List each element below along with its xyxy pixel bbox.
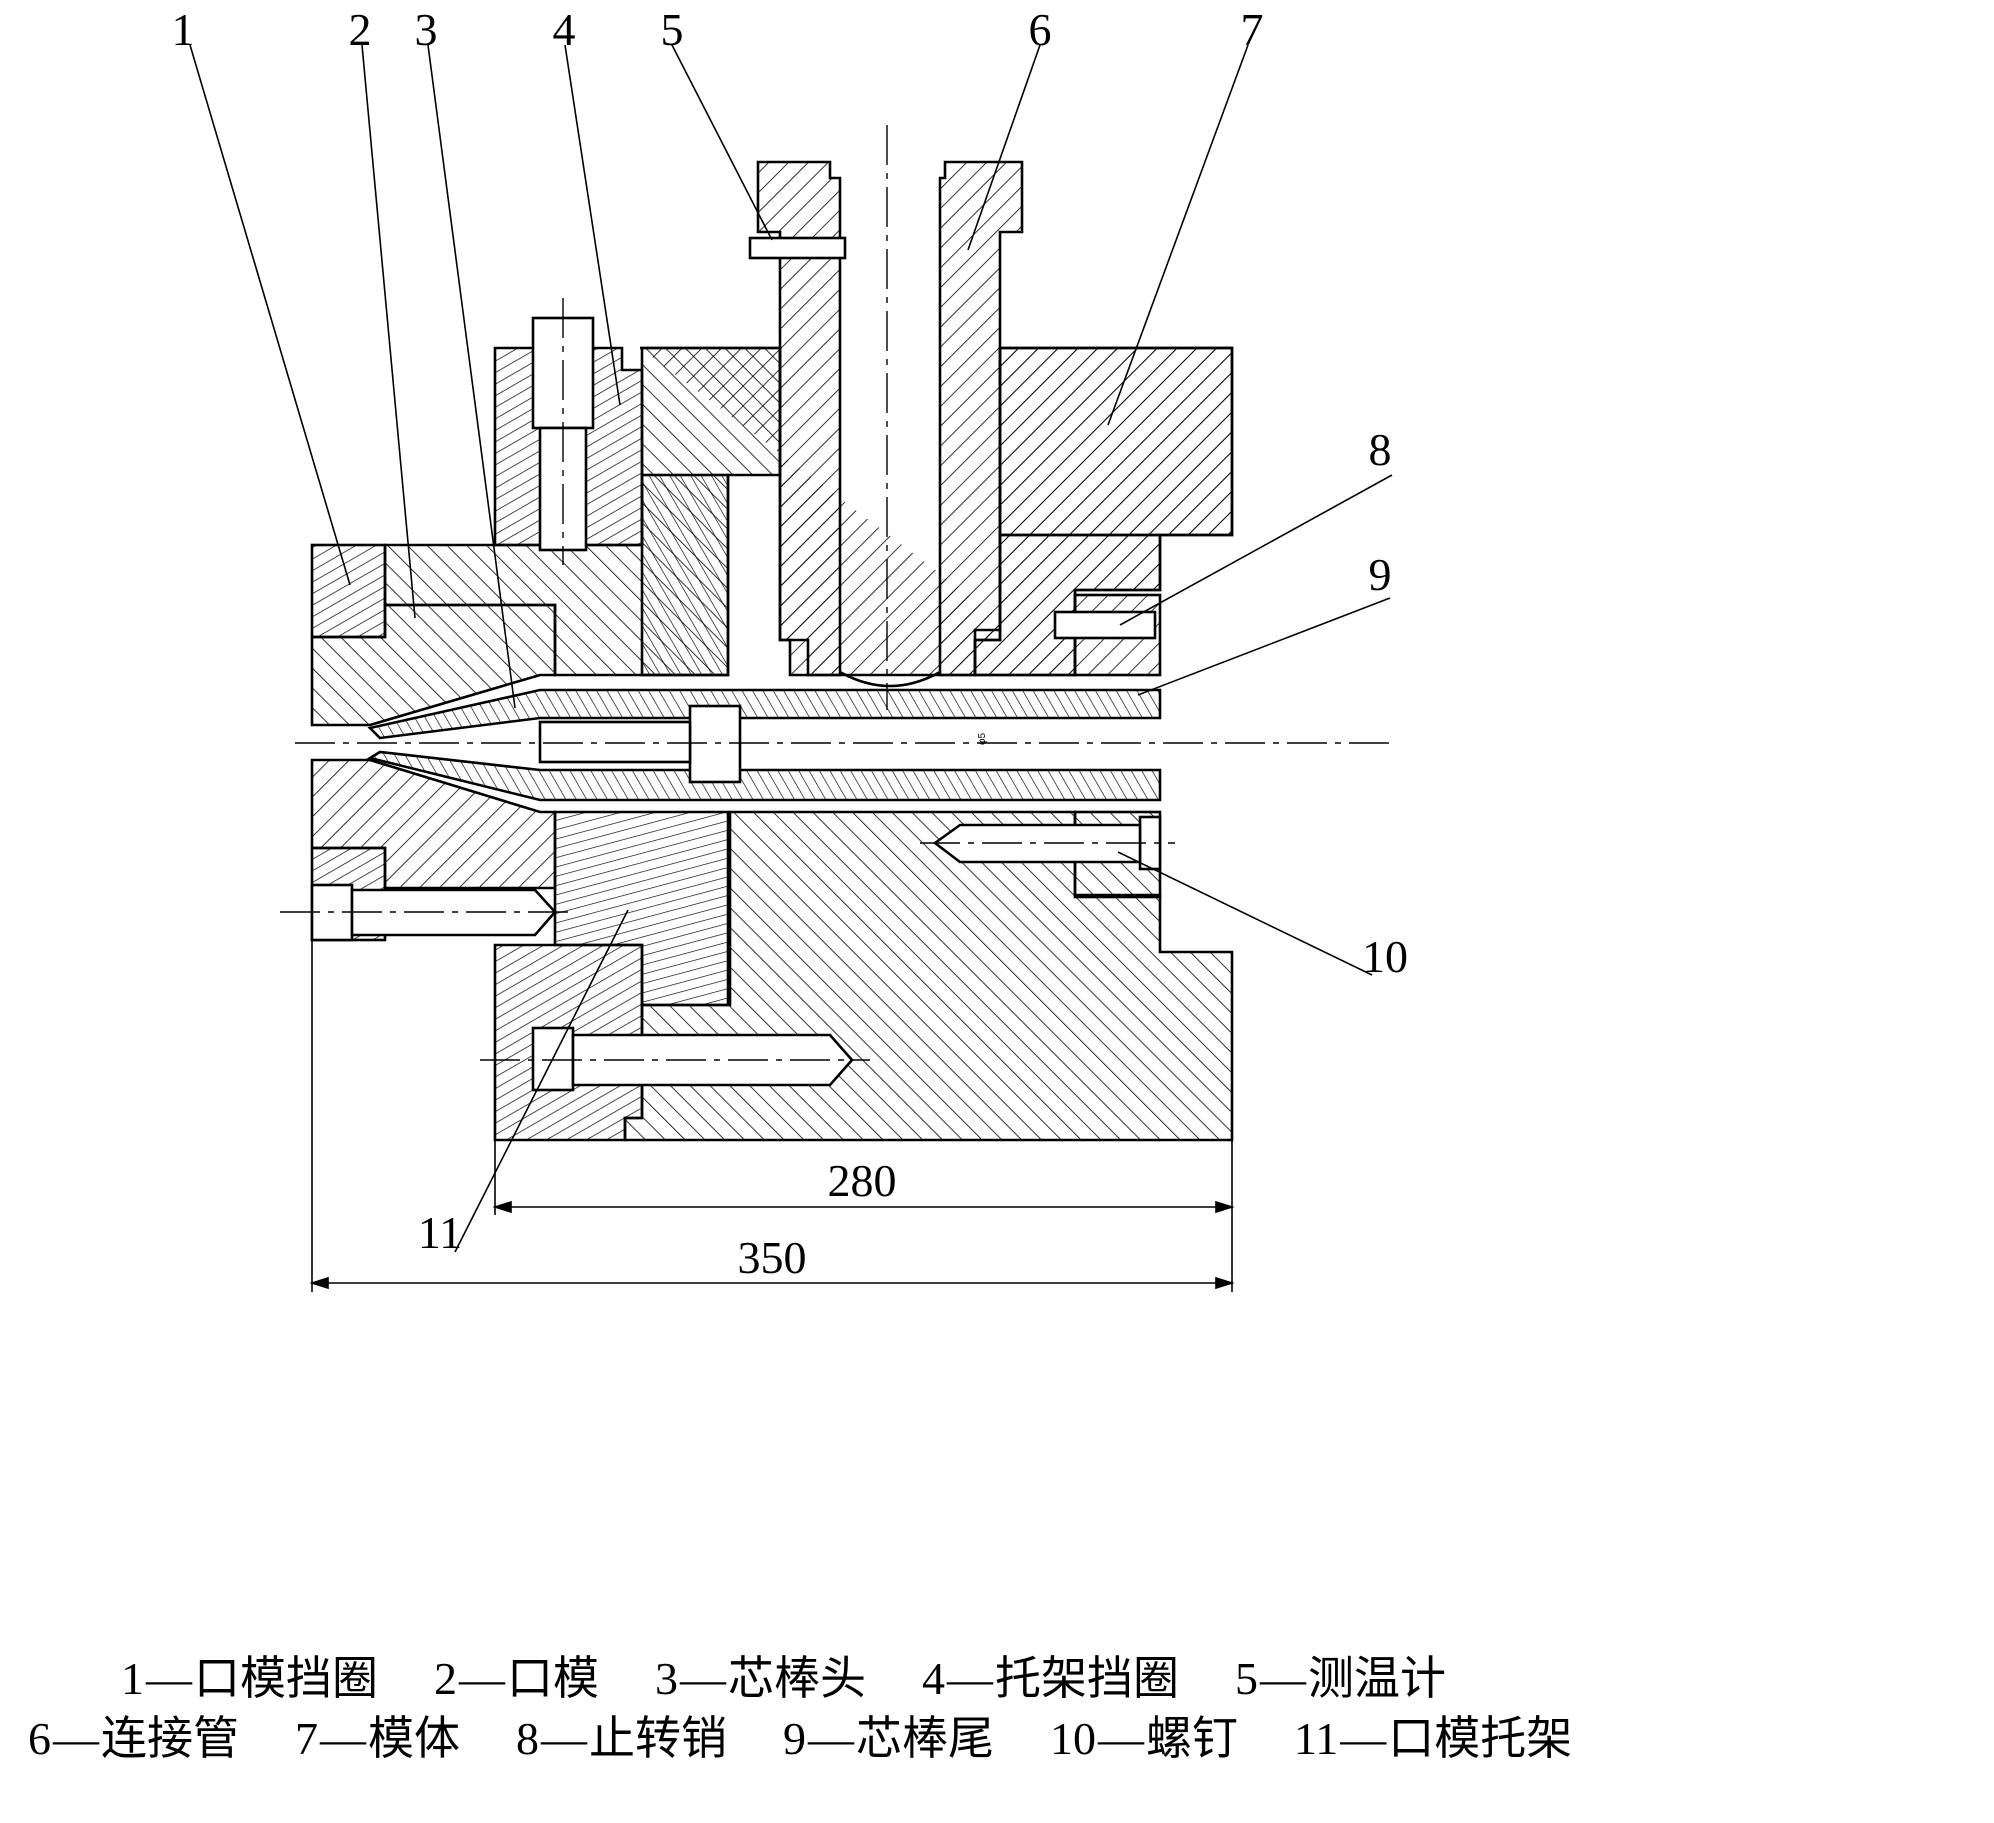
part-label-1: 1 — [172, 4, 195, 55]
die-lower — [310, 758, 557, 890]
part-label-8: 8 — [1369, 424, 1392, 475]
leader-3 — [427, 44, 516, 709]
part-label-3: 3 — [415, 4, 438, 55]
legend-item: 2—口模 — [434, 1656, 599, 1702]
leader-4 — [564, 44, 621, 406]
legend-item: 3—芯棒头 — [655, 1656, 866, 1702]
leader-11 — [454, 909, 629, 1253]
part-label-6: 6 — [1029, 4, 1052, 55]
legend-item-name: 止转销 — [589, 1713, 727, 1764]
legend-item-number: 8 — [516, 1713, 539, 1764]
connecting-pipe-right-wall — [938, 160, 1024, 677]
mandrel-head-bore — [538, 720, 692, 764]
die-body-upper-right — [998, 346, 1234, 537]
part-label-9: 9 — [1369, 549, 1392, 600]
legend-item-separator: — — [1098, 1713, 1144, 1764]
legend-item-separator: — — [808, 1713, 854, 1764]
legend-item-separator: — — [53, 1713, 99, 1764]
legend-item-separator: — — [1260, 1653, 1306, 1704]
legend-item-name: 芯棒尾 — [856, 1713, 994, 1764]
legend-item-number: 10 — [1050, 1713, 1096, 1764]
legend-item-name: 芯棒头 — [728, 1653, 866, 1704]
legend-item: 7—模体 — [295, 1716, 460, 1762]
die-support-upper-insert — [640, 473, 730, 677]
leader-7 — [1107, 44, 1249, 426]
diameter-annotation: φ5 — [977, 733, 988, 745]
legend-item-separator: — — [541, 1713, 587, 1764]
legend-item-number: 2 — [434, 1653, 457, 1704]
legend-item-separator: — — [947, 1653, 993, 1704]
legend-item-number: 7 — [295, 1713, 318, 1764]
dimension-350: 350 — [738, 1232, 807, 1283]
legend-item: 10—螺钉 — [1050, 1716, 1238, 1762]
legend-item-separator: — — [680, 1653, 726, 1704]
part-label-11: 11 — [418, 1207, 462, 1258]
leader-2 — [361, 44, 416, 619]
die-cross-section-drawing: 1 2 3 4 5 6 7 8 9 10 11 280 350 φ5 — [172, 4, 1408, 1292]
legend-item-number: 4 — [922, 1653, 945, 1704]
leader-1 — [189, 44, 351, 586]
part-label-4: 4 — [553, 4, 576, 55]
legend-item-name: 螺钉 — [1146, 1713, 1238, 1764]
legend-item: 9—芯棒尾 — [783, 1716, 994, 1762]
leader-8 — [1119, 474, 1393, 626]
legend-item-name: 模体 — [368, 1713, 460, 1764]
thermometer-probe — [748, 236, 847, 260]
dimension-280: 280 — [828, 1155, 897, 1206]
anti-rotation-pin — [1053, 610, 1157, 640]
leader-9 — [1137, 597, 1391, 696]
leader-5 — [671, 44, 773, 241]
legend-item-name: 口模 — [507, 1653, 599, 1704]
legend-item: 8—止转销 — [516, 1716, 727, 1762]
mandrel-lower — [366, 750, 1162, 802]
die-upper — [310, 603, 557, 727]
legend-item-separator: — — [146, 1653, 192, 1704]
legend-item-number: 5 — [1235, 1653, 1258, 1704]
die-retaining-ring-upper — [310, 543, 387, 639]
legend-item-number: 1 — [121, 1653, 144, 1704]
legend-item: 5—测温计 — [1235, 1656, 1446, 1702]
legend-item-name: 口模挡圈 — [194, 1653, 378, 1704]
connecting-pipe-left-wall — [756, 160, 842, 677]
legend-item-number: 3 — [655, 1653, 678, 1704]
right-bolt-shank — [932, 823, 1142, 864]
part-label-7: 7 — [1241, 4, 1264, 55]
legend-item: 4—托架挡圈 — [922, 1656, 1179, 1702]
legend-item-number: 11 — [1294, 1713, 1339, 1764]
connecting-pipe-bore-end — [839, 670, 941, 688]
part-label-5: 5 — [661, 4, 684, 55]
legend-item: 6—连接管 — [28, 1716, 239, 1762]
legend-item-name: 连接管 — [101, 1713, 239, 1764]
dim-arrow — [309, 1200, 1235, 1290]
legend-item-number: 9 — [783, 1713, 806, 1764]
part-label-10: 10 — [1362, 931, 1408, 982]
bottom-bolt-shank — [571, 1033, 854, 1087]
legend-item-separator: — — [459, 1653, 505, 1704]
bottom-bolt-head — [531, 1026, 575, 1092]
legend-item-name: 托架挡圈 — [995, 1653, 1179, 1704]
legend-item-name: 测温计 — [1308, 1653, 1446, 1704]
legend-item: 11—口模托架 — [1294, 1716, 1572, 1762]
mandrel-nut — [688, 704, 742, 784]
leader-6 — [967, 44, 1041, 251]
leader-10 — [1117, 851, 1373, 976]
part-label-2: 2 — [349, 4, 372, 55]
mandrel-upper — [367, 688, 1162, 740]
legend-item-number: 6 — [28, 1713, 51, 1764]
legend-item-separator: — — [320, 1713, 366, 1764]
legend-item: 1—口模挡圈 — [121, 1656, 378, 1702]
legend-item-name: 口模托架 — [1388, 1713, 1573, 1764]
legend-item-separator: — — [1340, 1713, 1387, 1764]
